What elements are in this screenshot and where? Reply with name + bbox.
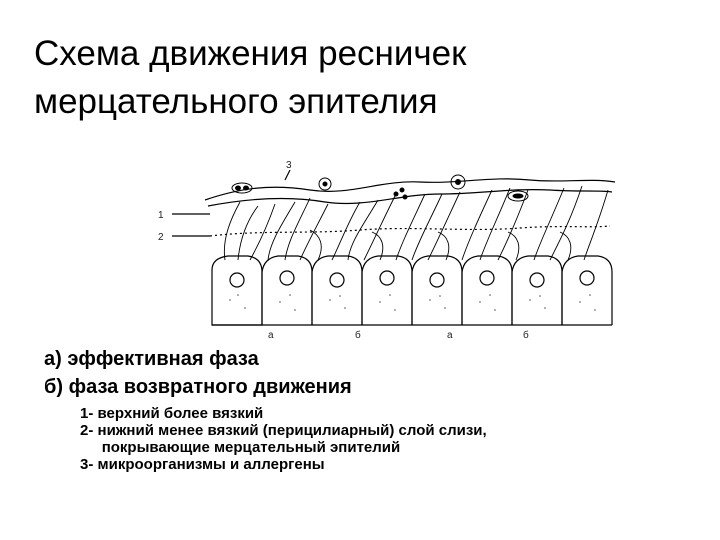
lower-mucus-layer [209, 225, 611, 237]
phase-mark-4: б [523, 329, 529, 340]
phase-a-caption: а) эффективная фаза [44, 348, 259, 370]
cell-stipple [229, 294, 596, 311]
microorganisms [231, 174, 529, 202]
diagram-label-2: 2 [158, 232, 164, 243]
title-line-2: мерцательного эпителия [34, 82, 438, 121]
cilia-group [223, 185, 609, 261]
legend-text: верхний более вязкий [97, 405, 264, 422]
upper-mucus-layer [204, 178, 616, 201]
legend-number: 1- [80, 405, 98, 422]
legend-number: 2- [80, 422, 98, 439]
phase-mark-3: а [447, 330, 453, 340]
slide-title: Схема движения ресничек мерцательного эп… [34, 30, 694, 126]
diagram-label-3: 3 [286, 160, 292, 171]
legend-number: 3- [80, 456, 98, 473]
legend-text: микроорганизмы и аллергены [97, 456, 325, 473]
captions: а) эффективная фаза б) фаза возвратного … [44, 345, 684, 473]
diagram-label-1: 1 [158, 210, 164, 221]
phase-mark-2: б [355, 329, 361, 340]
label-3-leader [284, 169, 291, 181]
phase-b-caption: б) фаза возвратного движения [44, 376, 352, 398]
legend: 1- верхний более вязкий 2- нижний менее … [80, 405, 684, 473]
legend-item: 2- нижний менее вязкий (перицилиарный) с… [80, 422, 684, 456]
epithelial-cells [211, 255, 613, 326]
legend-text: нижний менее вязкий (перицилиарный) слой… [97, 422, 487, 456]
phase-mark-1: а [268, 330, 274, 340]
legend-item: 1- верхний более вязкий [80, 405, 684, 422]
mucus-layer-edge [207, 189, 613, 207]
legend-item: 3- микроорганизмы и аллергены [80, 456, 684, 473]
cilia-diagram: 1 2 3 а б а б [158, 160, 616, 340]
title-line-1: Схема движения ресничек [34, 34, 467, 73]
